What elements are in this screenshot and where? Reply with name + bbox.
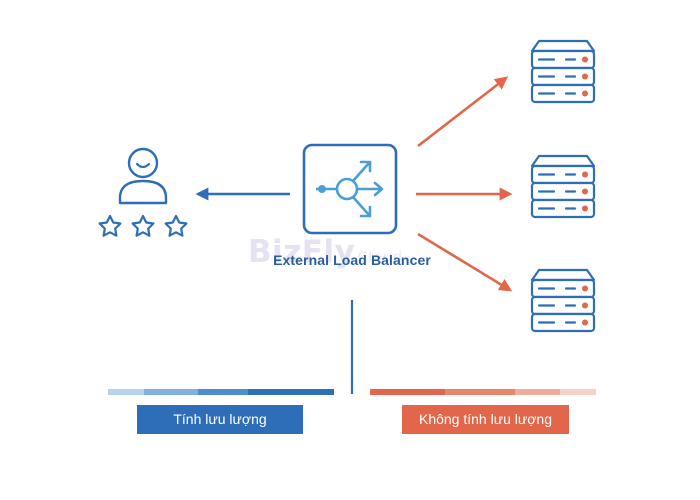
watermark-text: BizFly — [248, 234, 356, 270]
arrows-to-servers — [416, 76, 513, 292]
arrow-to-server-bottom — [417, 232, 513, 292]
load-balancer-label: External Load Balancer — [273, 252, 431, 268]
rating-stars-icon — [98, 214, 188, 237]
load-balancer-icon — [302, 143, 398, 235]
server-bottom-icon — [532, 270, 594, 331]
left-traffic-bar — [108, 389, 334, 395]
server-middle-icon — [532, 156, 594, 217]
user-with-rating-icon — [98, 147, 188, 237]
tag-billed-traffic: Tính lưu lượng — [137, 405, 303, 434]
right-traffic-bar — [370, 389, 596, 395]
tag-unbilled-traffic: Không tính lưu lượng — [402, 405, 569, 434]
arrow-to-server-top — [417, 76, 509, 148]
server-top-icon — [532, 41, 594, 102]
watermark-suffix: Cloud — [357, 248, 403, 266]
